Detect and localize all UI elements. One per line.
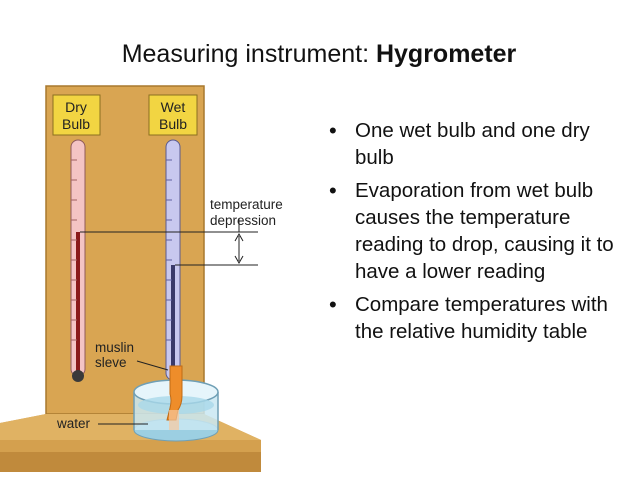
muslin-label-line2: sleve [95, 355, 127, 370]
title-bold: Hygrometer [375, 40, 517, 68]
wet-bulb-label-box [148, 94, 198, 136]
temperature-depression-marker [80, 218, 258, 266]
muslin-label-line1: muslin [95, 340, 134, 355]
water-label: water [56, 416, 91, 431]
wet-bulb-label-line2: Bulb [159, 116, 187, 132]
wet-bulb-label-line1: Wet [161, 99, 186, 115]
bullet-item: Compare temperatures with the relative h… [327, 291, 627, 345]
dry-bulb-label-line1: Dry [65, 99, 87, 115]
title-prefix: Measuring instrument: [121, 40, 376, 68]
bullet-item: Evaporation from wet bulb causes the tem… [327, 177, 627, 285]
depression-label-line1: temperature [210, 197, 283, 212]
bullet-list: One wet bulb and one dry bulb Evaporatio… [327, 117, 627, 351]
wet-thermometer [165, 139, 181, 381]
bullet-item: One wet bulb and one dry bulb [327, 117, 627, 171]
dry-bulb-label-line2: Bulb [62, 116, 90, 132]
depression-label-line2: depression [210, 213, 276, 228]
slide-title: Measuring instrument: Hygrometer [0, 40, 638, 69]
dry-bulb-label-box [52, 94, 101, 136]
dry-thermometer [70, 139, 86, 382]
muslin-pointer [136, 360, 169, 371]
